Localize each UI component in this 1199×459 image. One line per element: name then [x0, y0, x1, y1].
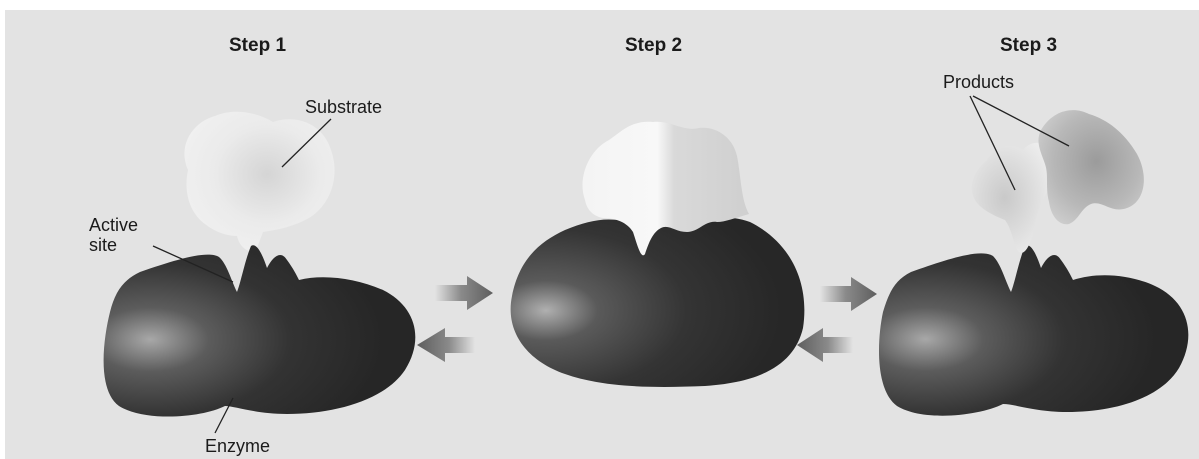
step3-title: Step 3 — [1000, 36, 1057, 56]
forward-arrow-1 — [435, 276, 493, 310]
step1-substrate-shape — [184, 112, 334, 251]
step3-enzyme-shape — [879, 245, 1188, 415]
step1-title: Step 1 — [229, 36, 286, 56]
step2-group — [511, 122, 805, 387]
step2-enzyme-shape — [511, 217, 805, 387]
step3-product-b-shape — [1038, 110, 1143, 224]
step3-group — [879, 96, 1188, 416]
step1-group — [104, 112, 416, 433]
active-site-label: Active site — [89, 215, 138, 255]
forward-arrow-2 — [820, 277, 877, 311]
reverse-arrow-1 — [417, 328, 475, 362]
diagram-artwork — [5, 10, 1199, 459]
step2-title: Step 2 — [625, 36, 682, 56]
enzyme-reaction-diagram: Step 1 Step 2 Step 3 Substrate Active si… — [5, 10, 1199, 459]
products-label: Products — [943, 72, 1014, 92]
enzyme-label: Enzyme — [205, 436, 270, 456]
reverse-arrow-2 — [797, 328, 853, 362]
step3-product-a-shape — [972, 143, 1054, 253]
step1-enzyme-shape — [104, 245, 416, 416]
substrate-label: Substrate — [305, 97, 382, 117]
